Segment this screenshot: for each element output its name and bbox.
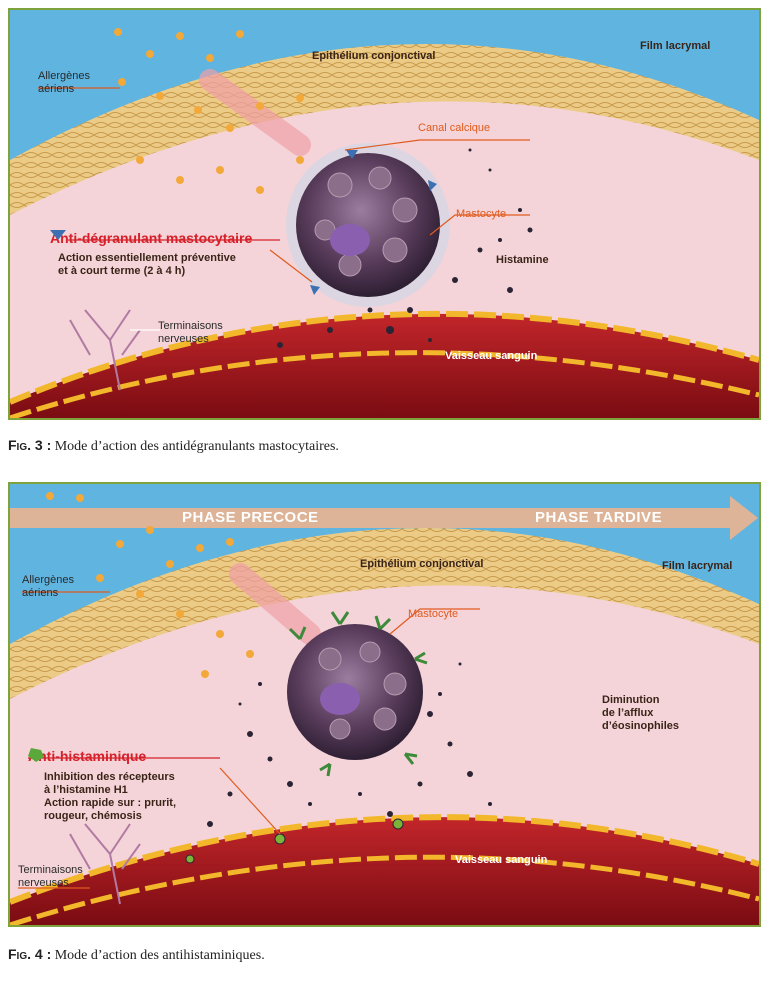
anti-degranulant-legend: Anti-dégranulant mastocytaire xyxy=(50,230,252,247)
epithelium-label: Epithélium conjonctival xyxy=(312,50,436,62)
figure-4-illustration xyxy=(10,484,759,925)
figure-3-caption-text: Mode d’action des antidégranulants masto… xyxy=(51,439,339,454)
epithelium-layer-4 xyxy=(10,527,759,699)
eosinophil-label: Diminution de l’afflux d’éosinophiles xyxy=(602,694,680,732)
figure-4-number: Fig. 4 : xyxy=(8,946,52,962)
allergens-label-4: Allergènes aériens xyxy=(22,574,74,599)
figure-3-illustration xyxy=(10,10,759,418)
triangle-marker-icon xyxy=(50,230,66,240)
figure-3-caption: Fig. 3 : Mode d’action des antidégranula… xyxy=(8,437,339,455)
mast-cell-figure-4 xyxy=(287,624,423,760)
nerve-endings-drawing xyxy=(69,309,141,391)
histamine-label: Histamine xyxy=(496,254,549,266)
figure-3-diagram: Epithélium conjonctival Film lacrymal Al… xyxy=(8,8,761,420)
histamine-particles-4 xyxy=(207,662,492,827)
antihistamine-legend: Anti-histaminique xyxy=(28,748,146,765)
tear-film-label: Film lacrymal xyxy=(640,40,711,52)
tear-film-label-4: Film lacrymal xyxy=(662,560,733,572)
phase-late-label: PHASE TARDIVE xyxy=(535,509,663,526)
figure-3-number: Fig. 3 : xyxy=(8,437,52,453)
figure-4-caption-text: Mode d’action des antihistaminiques. xyxy=(51,948,265,963)
allergen-particles-4 xyxy=(46,492,254,678)
mast-cell-figure-3 xyxy=(286,143,450,307)
tear-film-layer xyxy=(10,10,759,200)
antihistamine-title: Anti-histaminique xyxy=(28,748,147,764)
calcium-channel-label: Canal calcique xyxy=(418,122,491,134)
figure-4-diagram: PHASE PRECOCE PHASE TARDIVE Epithélium c… xyxy=(8,482,761,927)
blood-vessel-label-4: Vaisseau sanguin xyxy=(455,854,548,866)
nerve-endings-label: Terminaisons nerveuses xyxy=(158,320,223,345)
nerve-endings-drawing-4 xyxy=(69,823,141,905)
epithelium-label-4: Epithélium conjonctival xyxy=(360,558,484,570)
pentagon-marker-icon xyxy=(28,748,44,762)
blood-vessel xyxy=(10,313,759,418)
blood-vessel-label: Vaisseau sanguin xyxy=(445,350,538,362)
anti-degranulant-title: Anti-dégranulant mastocytaire xyxy=(50,230,253,246)
phase-arrow xyxy=(10,496,758,540)
allergen-particles xyxy=(114,28,304,194)
nerve-endings-label-4: Terminaisons nerveuses xyxy=(18,864,83,889)
phase-early-label: PHASE PRECOCE xyxy=(182,509,319,526)
allergens-label: Allergènes aériens xyxy=(38,70,90,95)
mast-cell-label: Mastocyte xyxy=(456,208,507,220)
mast-cell-label-4: Mastocyte xyxy=(408,608,459,620)
anti-degranulant-description: Action essentiellement préventive et à c… xyxy=(58,252,236,277)
h1-receptors xyxy=(288,611,428,777)
blood-vessel-4 xyxy=(10,817,759,925)
antihistamine-description: Inhibition des récepteurs à l’histamine … xyxy=(44,771,177,822)
epithelium-layer xyxy=(10,43,759,216)
tear-film-layer-4 xyxy=(10,484,759,684)
figure-4-caption: Fig. 4 : Mode d’action des antihistamini… xyxy=(8,946,265,964)
